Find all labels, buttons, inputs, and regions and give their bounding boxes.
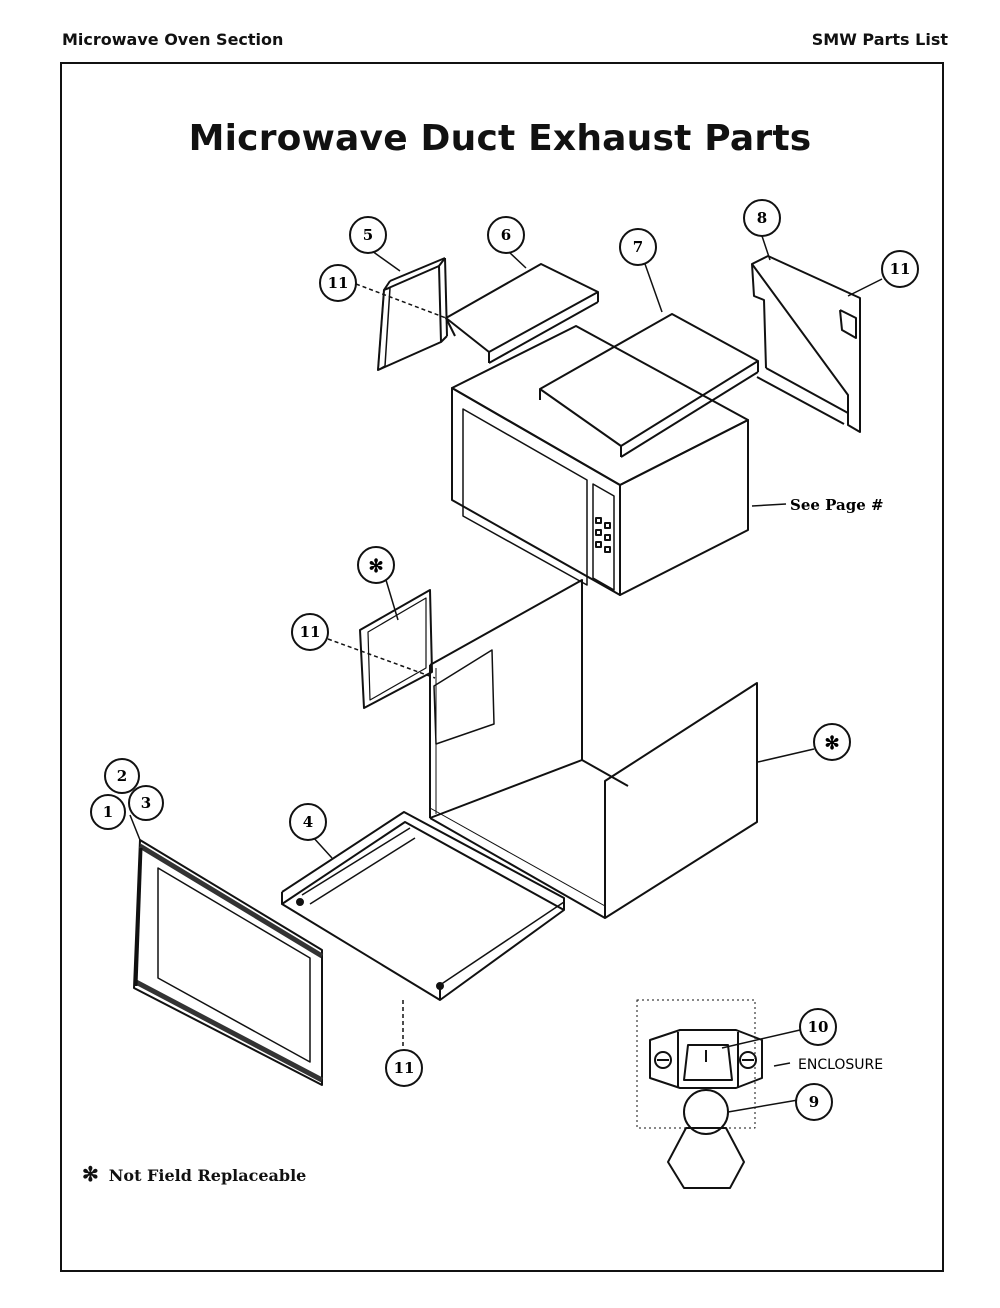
asterisk-icon: ✻ <box>82 1162 99 1186</box>
callouts: 5 6 7 8 11 11 ✻ 11 <box>90 199 919 1121</box>
enclosure-label: ENCLOSURE <box>798 1057 883 1073</box>
part-5-side-vent <box>377 257 448 371</box>
svg-text:7: 7 <box>633 238 643 256</box>
svg-text:4: 4 <box>303 813 313 831</box>
callout-1: 1 <box>90 794 126 830</box>
callout-8: 8 <box>743 199 781 237</box>
page-frame <box>60 62 944 1272</box>
callout-6: 6 <box>487 216 525 254</box>
svg-text:9: 9 <box>809 1093 819 1111</box>
parts-list-header: SMW Parts List <box>811 30 948 49</box>
svg-text:1: 1 <box>103 803 113 821</box>
callout-11-rear-panel: 11 <box>881 250 919 288</box>
callout-3: 3 <box>128 785 164 821</box>
svg-text:8: 8 <box>757 209 767 227</box>
callout-11-filter: 11 <box>291 613 329 651</box>
part-4-bottom-tray <box>281 811 565 1001</box>
part-7-top-cover <box>539 313 759 458</box>
svg-text:6: 6 <box>501 226 511 244</box>
page-title: Microwave Duct Exhaust Parts <box>188 118 812 159</box>
cabinet-enclosure <box>429 579 758 919</box>
part-8-rear-panel <box>751 255 861 433</box>
callout-11-side-vent: 11 <box>319 264 357 302</box>
section-header: Microwave Oven Section <box>62 30 284 49</box>
footnote-text: Not Field Replaceable <box>108 1166 307 1185</box>
callout-7: 7 <box>619 228 657 266</box>
svg-text:11: 11 <box>300 623 321 641</box>
callout-5: 5 <box>349 216 387 254</box>
svg-text:✻: ✻ <box>824 733 839 754</box>
part-6-top-flange <box>445 263 599 364</box>
svg-text:11: 11 <box>890 260 911 278</box>
callout-2: 2 <box>104 758 140 794</box>
see-page-label: See Page # <box>790 496 884 514</box>
callout-star-filter: ✻ <box>357 546 395 584</box>
svg-text:3: 3 <box>141 794 151 812</box>
callout-4: 4 <box>289 803 327 841</box>
callout-11-tray: 11 <box>385 1049 423 1087</box>
grease-filter-panel <box>359 589 433 709</box>
bulb-enclosure-detail <box>636 999 763 1189</box>
callout-10: 10 <box>799 1008 837 1046</box>
microwave-oven <box>451 325 749 596</box>
svg-text:✻: ✻ <box>368 556 383 577</box>
svg-text:2: 2 <box>117 767 127 785</box>
part-1-2-3-trim-frame <box>133 839 324 1086</box>
callout-9: 9 <box>795 1083 833 1121</box>
svg-text:11: 11 <box>328 274 349 292</box>
svg-text:10: 10 <box>808 1018 829 1036</box>
callout-star-cabinet: ✻ <box>813 723 851 761</box>
svg-text:11: 11 <box>394 1059 415 1077</box>
svg-text:5: 5 <box>363 226 373 244</box>
footnote: ✻ Not Field Replaceable <box>82 1162 306 1186</box>
leader-lines <box>129 235 883 1113</box>
